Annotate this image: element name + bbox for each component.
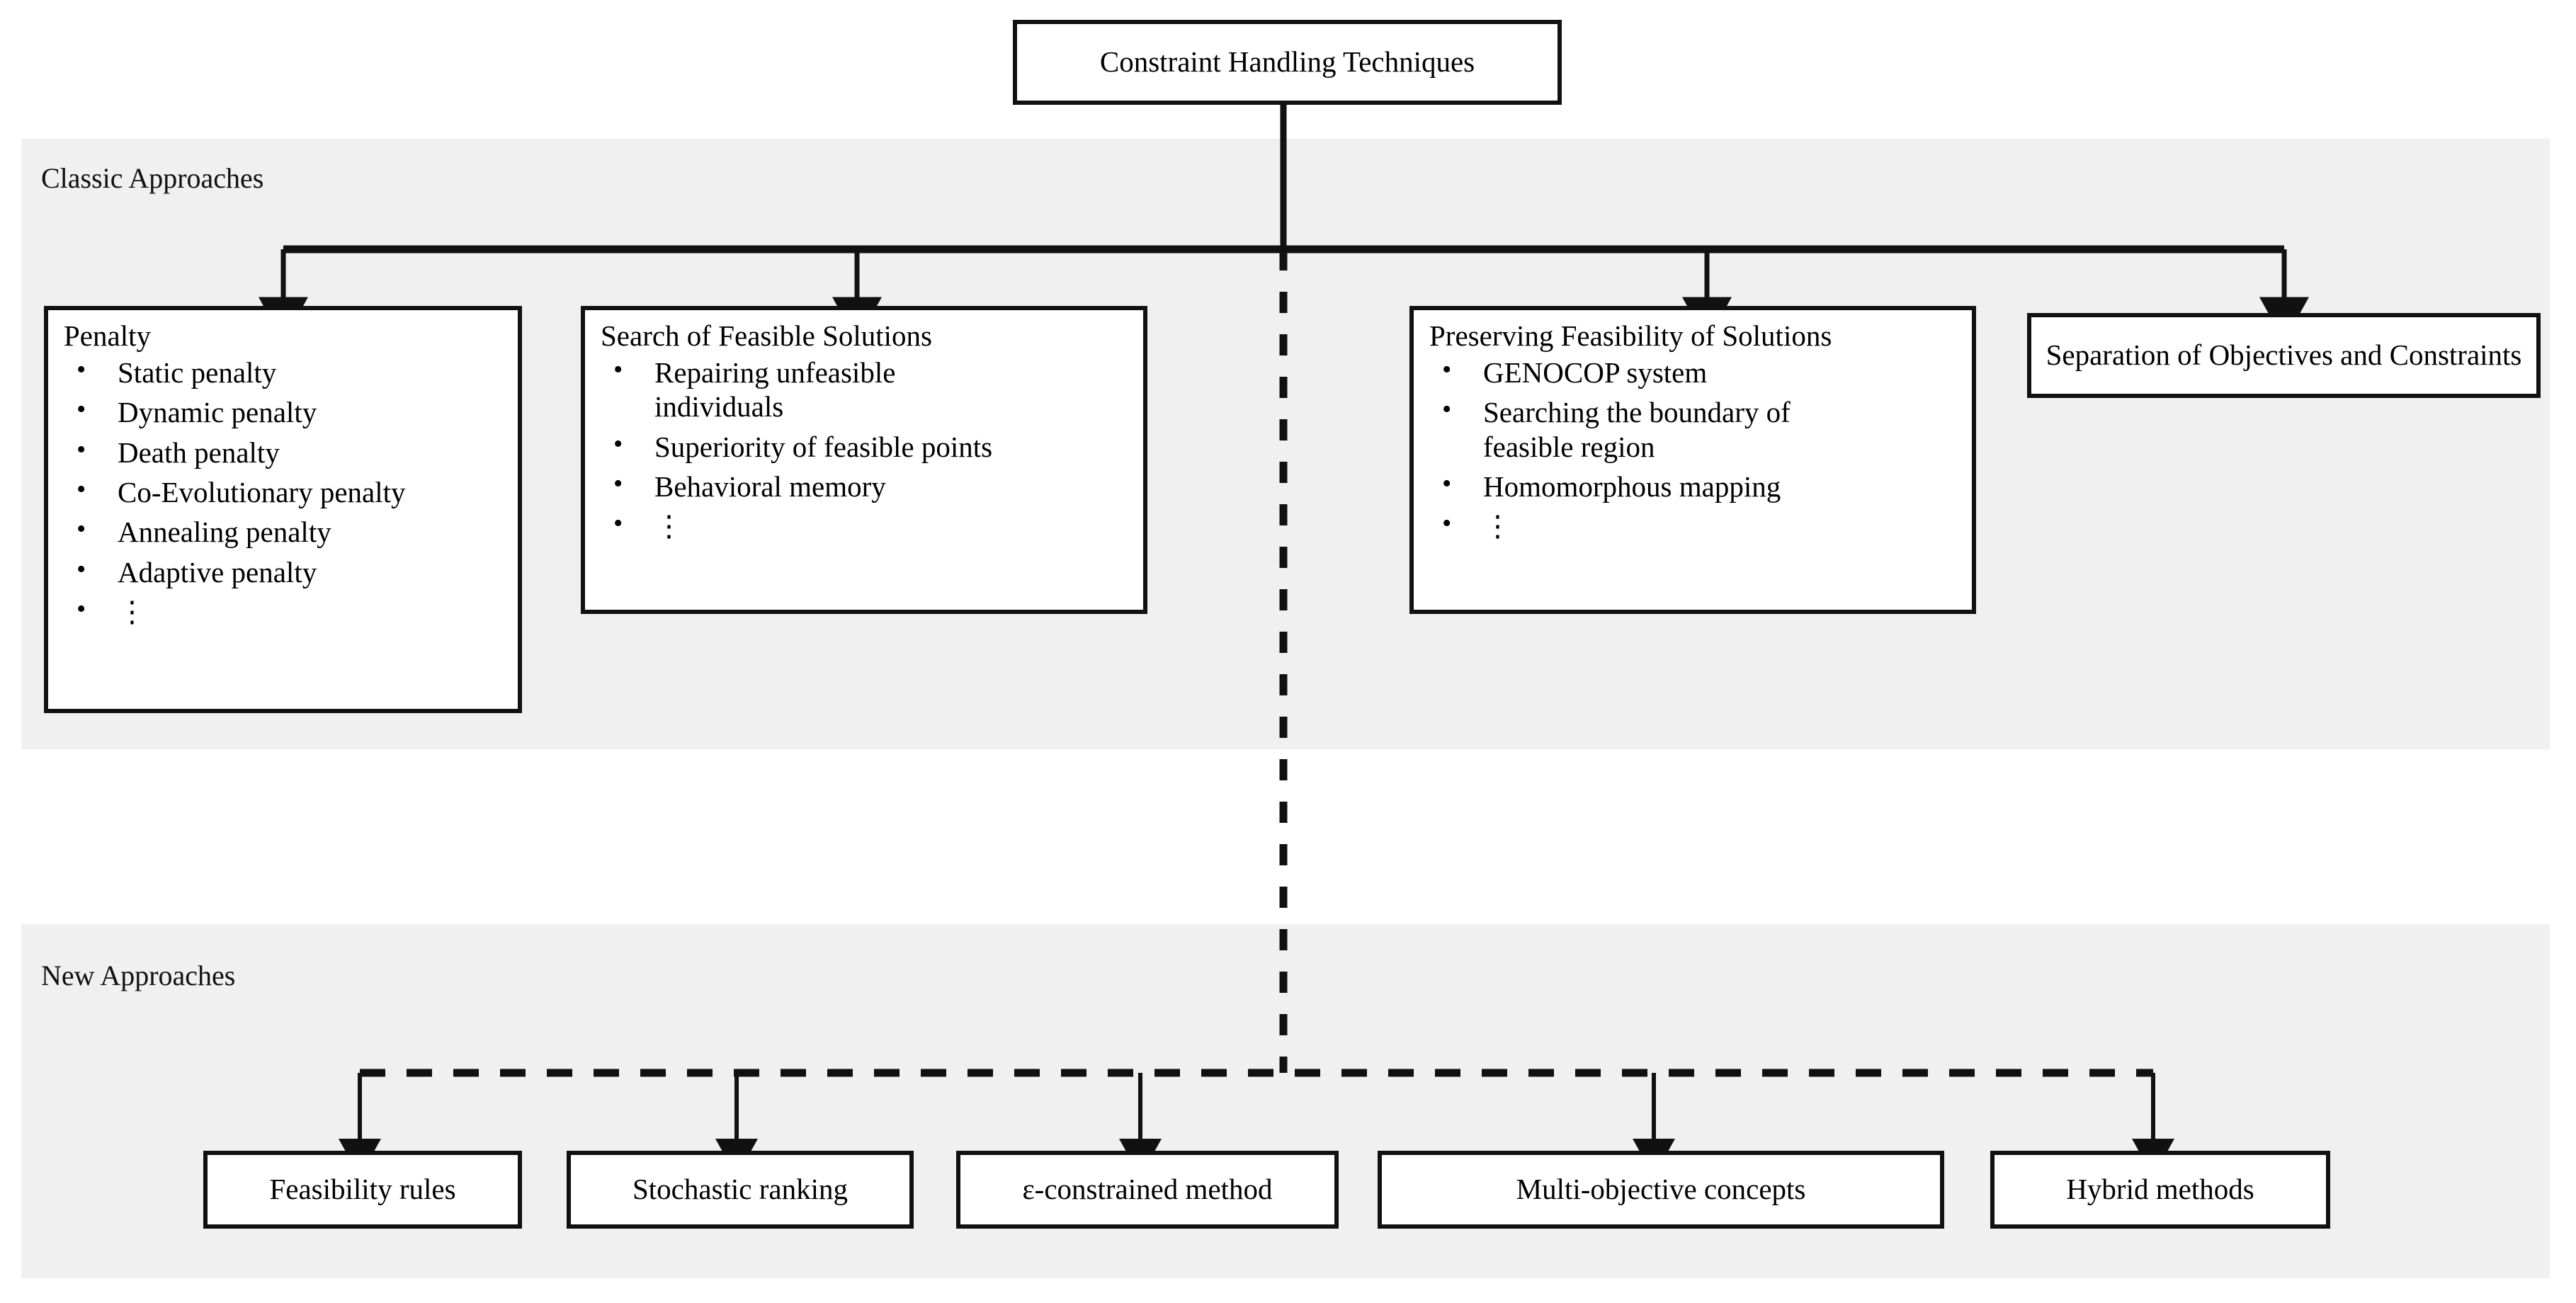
node-search-feasible-list: Repairing unfeasible individuals Superio… (585, 354, 1143, 547)
node-penalty-list: Static penalty Dynamic penalty Death pen… (48, 354, 518, 632)
list-item: GENOCOP system (1414, 354, 1972, 395)
node-epsilon-constrained[interactable]: ε-constrained method (956, 1151, 1339, 1229)
node-feasibility-rules-label: Feasibility rules (269, 1173, 456, 1206)
list-item: Searching the boundary of feasible regio… (1414, 394, 1972, 470)
node-multi-objective[interactable]: Multi-objective concepts (1378, 1151, 1944, 1229)
node-stochastic-ranking-label: Stochastic ranking (632, 1173, 849, 1206)
list-item: Homomorphous mapping (1414, 468, 1972, 509)
node-preserving-feasibility-list: GENOCOP system Searching the boundary of… (1414, 354, 1972, 547)
node-feasibility-rules[interactable]: Feasibility rules (203, 1151, 522, 1229)
node-root-label: Constraint Handling Techniques (1099, 45, 1475, 79)
node-hybrid-methods-label: Hybrid methods (2066, 1173, 2254, 1206)
list-item-ellipsis: ⋮ (48, 593, 518, 632)
section-label-new: New Approaches (41, 960, 236, 991)
list-item: Co-Evolutionary penalty (48, 474, 518, 515)
node-stochastic-ranking[interactable]: Stochastic ranking (567, 1151, 914, 1229)
node-hybrid-methods[interactable]: Hybrid methods (1990, 1151, 2330, 1229)
node-separation[interactable]: Separation of Objectives and Constraints (2027, 313, 2541, 398)
list-item: Repairing unfeasible individuals (585, 354, 1143, 430)
node-search-feasible-title: Search of Feasible Solutions (601, 319, 933, 352)
node-search-feasible[interactable]: Search of Feasible Solutions Repairing u… (581, 306, 1147, 614)
section-label-classic: Classic Approaches (41, 162, 264, 194)
node-multi-objective-label: Multi-objective concepts (1516, 1173, 1806, 1206)
list-item: Dynamic penalty (48, 394, 518, 435)
list-item: Behavioral memory (585, 468, 1143, 509)
list-item: Death penalty (48, 434, 518, 475)
node-penalty-title: Penalty (64, 319, 151, 352)
list-item: Superiority of feasible points (585, 428, 1143, 470)
list-item: Annealing penalty (48, 513, 518, 554)
list-item: Static penalty (48, 354, 518, 395)
node-root[interactable]: Constraint Handling Techniques (1013, 20, 1562, 105)
node-penalty[interactable]: Penalty Static penalty Dynamic penalty D… (44, 306, 522, 713)
node-preserving-feasibility-title: Preserving Feasibility of Solutions (1429, 319, 1832, 352)
list-item: Adaptive penalty (48, 554, 518, 595)
list-item-ellipsis: ⋮ (1414, 508, 1972, 546)
list-item-ellipsis: ⋮ (585, 508, 1143, 546)
node-separation-label: Separation of Objectives and Constraints (2046, 338, 2522, 372)
node-epsilon-constrained-label: ε-constrained method (1022, 1173, 1273, 1206)
node-preserving-feasibility[interactable]: Preserving Feasibility of Solutions GENO… (1409, 306, 1976, 614)
